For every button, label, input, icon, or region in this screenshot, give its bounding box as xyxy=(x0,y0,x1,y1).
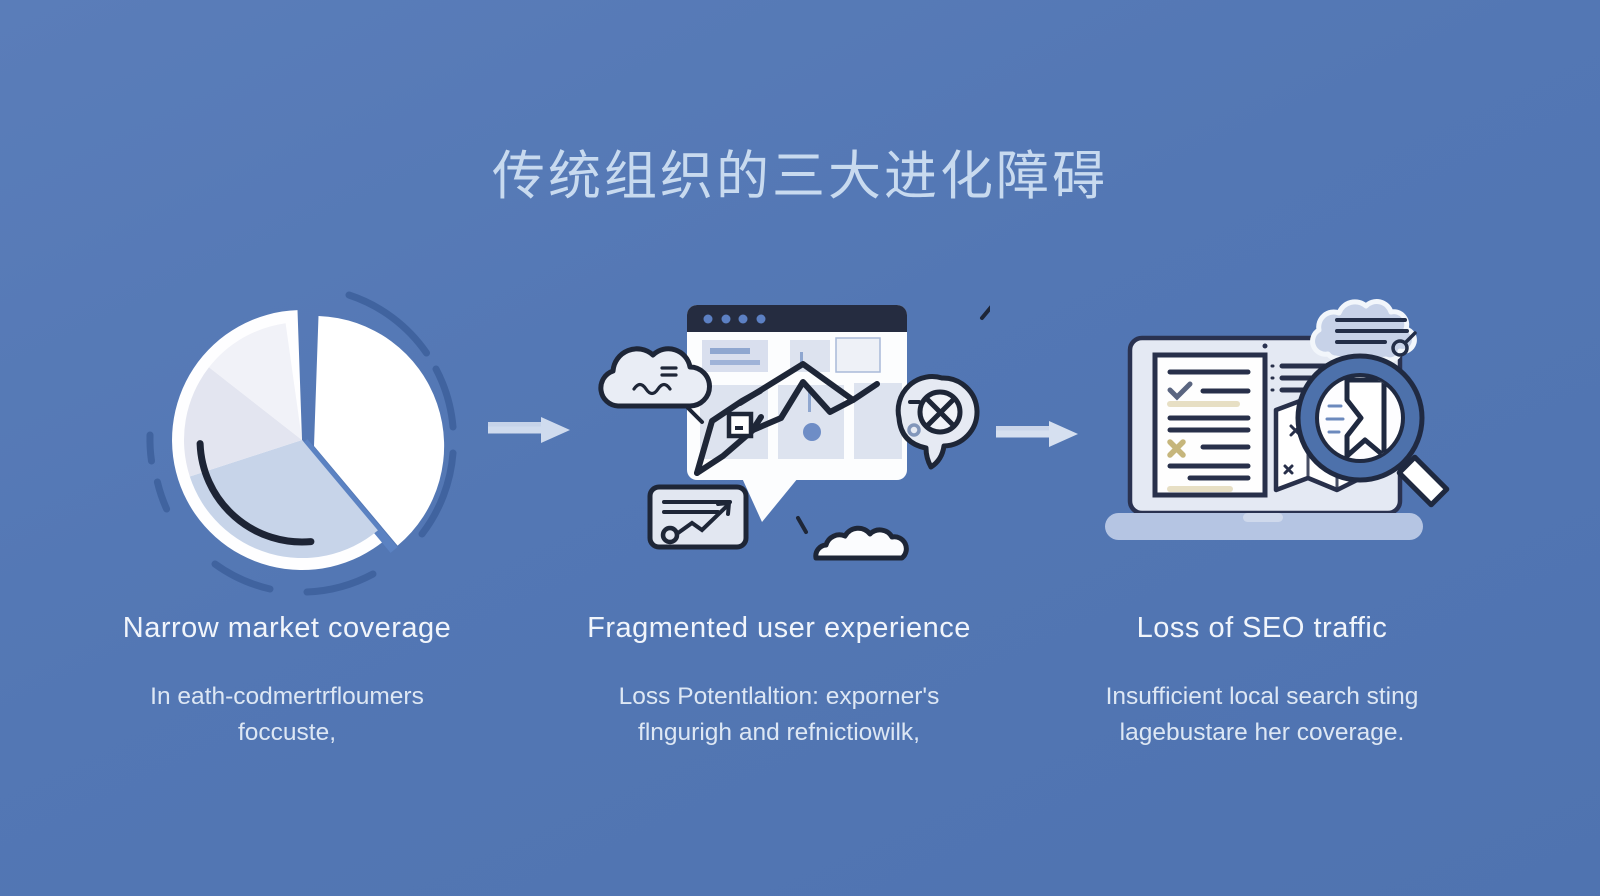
column-description: Loss Potentlaltion: exporner's flngurigh… xyxy=(618,683,940,746)
browser-map-icon xyxy=(598,305,990,561)
pie-sector-left xyxy=(183,367,302,477)
column-heading: Fragmented user experience xyxy=(587,612,971,644)
x-mark-icon xyxy=(1167,439,1186,458)
right-arrow-icon xyxy=(488,417,570,443)
trend-card-icon xyxy=(647,484,749,550)
laptop-base xyxy=(1105,513,1423,540)
column-fragmented-experience: Fragmented user experience Loss Potentla… xyxy=(529,612,1029,751)
browser-window-dots xyxy=(703,314,766,324)
broken-route-line xyxy=(694,361,880,476)
blocked-bubble-icon xyxy=(895,305,990,470)
pie-dashed-orbit xyxy=(146,291,457,596)
cloud-bottom-icon xyxy=(796,516,909,561)
thought-cloud-icon xyxy=(1310,299,1417,364)
column-description: In eath-codmertrfloumers foccuste, xyxy=(150,683,424,746)
check-icon xyxy=(1167,381,1193,401)
pie-sector-bottom xyxy=(189,440,378,559)
pie-dark-arc xyxy=(196,440,315,546)
cloud-left-icon xyxy=(598,346,712,424)
pie-exploded-wedge xyxy=(314,316,445,546)
right-arrow-icon xyxy=(996,421,1078,447)
mini-magnifier-icon xyxy=(1391,339,1409,357)
browser-window xyxy=(687,305,907,522)
pie-chart-icon xyxy=(146,291,457,596)
pie-sector-topleft xyxy=(209,323,302,440)
map-marker-square xyxy=(726,411,754,439)
column-description: Insufficient local search sting lagebust… xyxy=(1105,683,1419,746)
speech-tail xyxy=(742,478,798,522)
magnifier-handle xyxy=(1396,454,1450,508)
laptop-search-icon xyxy=(1105,299,1450,540)
column-heading: Loss of SEO traffic xyxy=(1136,612,1388,644)
browser-content-blocks xyxy=(700,337,902,459)
browser-title-bar xyxy=(687,305,907,332)
laptop-base-notch xyxy=(1243,513,1283,522)
page-title: 传统组织的三大进化障碍 xyxy=(492,147,1108,206)
column-narrow-market: Narrow market coverage In eath-codmertrf… xyxy=(37,612,537,751)
checklist-document xyxy=(1152,352,1268,498)
column-seo-traffic: Loss of SEO traffic Insufficient local s… xyxy=(1012,612,1512,751)
column-heading: Narrow market coverage xyxy=(122,612,452,644)
map-marker-detail xyxy=(735,426,743,430)
magnifier-icon xyxy=(1295,353,1450,508)
